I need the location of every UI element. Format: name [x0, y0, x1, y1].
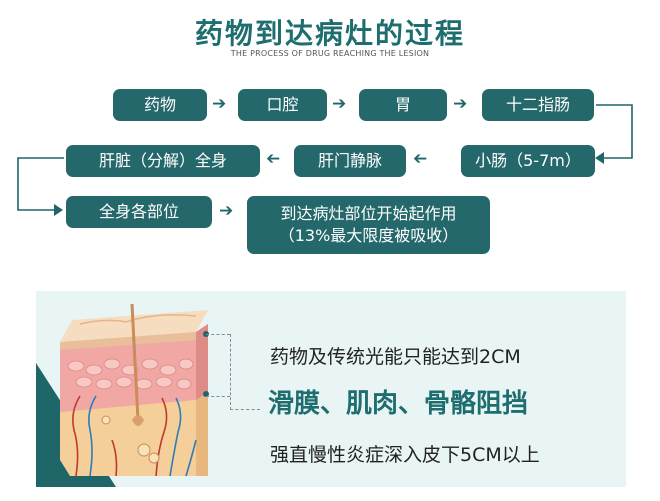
step-hepatic-portal-vein: 肝门静脉: [294, 145, 406, 177]
arrow-left-icon: ➔: [413, 149, 428, 169]
info-line-barrier: 滑膜、肌肉、骨骼阻挡: [268, 389, 529, 419]
arrow-right-icon: ➔: [332, 94, 347, 114]
step-small-intestine: 小肠（5-7m）: [461, 145, 595, 177]
step-duodenum: 十二指肠: [482, 89, 594, 121]
page-title: 药物到达病灶的过程: [194, 17, 465, 50]
arrow-right-icon: ➔: [219, 201, 234, 221]
leader-line: [206, 396, 230, 397]
leader-line: [206, 334, 230, 335]
reach-lesion-line1: 到达病灶部位开始起作用: [280, 204, 457, 224]
step-mouth: 口腔: [238, 89, 327, 121]
step-stomach: 胃: [359, 89, 447, 121]
step-whole-body-parts: 全身各部位: [66, 196, 212, 228]
connector-left: [17, 157, 64, 216]
skin-cross-section-icon: [60, 303, 209, 477]
arrow-right-icon: ➔: [212, 94, 227, 114]
arrow-left-icon: ➔: [266, 149, 281, 169]
leader-line: [230, 334, 231, 410]
connector-right: [595, 104, 633, 164]
reach-lesion-line2: （13%最大限度被吸收）: [278, 226, 459, 245]
info-line-drug-depth: 药物及传统光能只能达到2CM: [270, 346, 521, 368]
step-liver: 肝脏（分解）全身: [66, 145, 260, 177]
leader-line: [230, 409, 260, 410]
arrow-right-icon: ➔: [453, 94, 468, 114]
step-reach-lesion: 到达病灶部位开始起作用 （13%最大限度被吸收）: [247, 196, 490, 254]
page-subtitle: THE PROCESS OF DRUG REACHING THE LESION: [230, 49, 430, 58]
info-line-inflammation-depth: 强直慢性炎症深入皮下5CM以上: [270, 444, 540, 466]
step-drug: 药物: [113, 89, 207, 121]
